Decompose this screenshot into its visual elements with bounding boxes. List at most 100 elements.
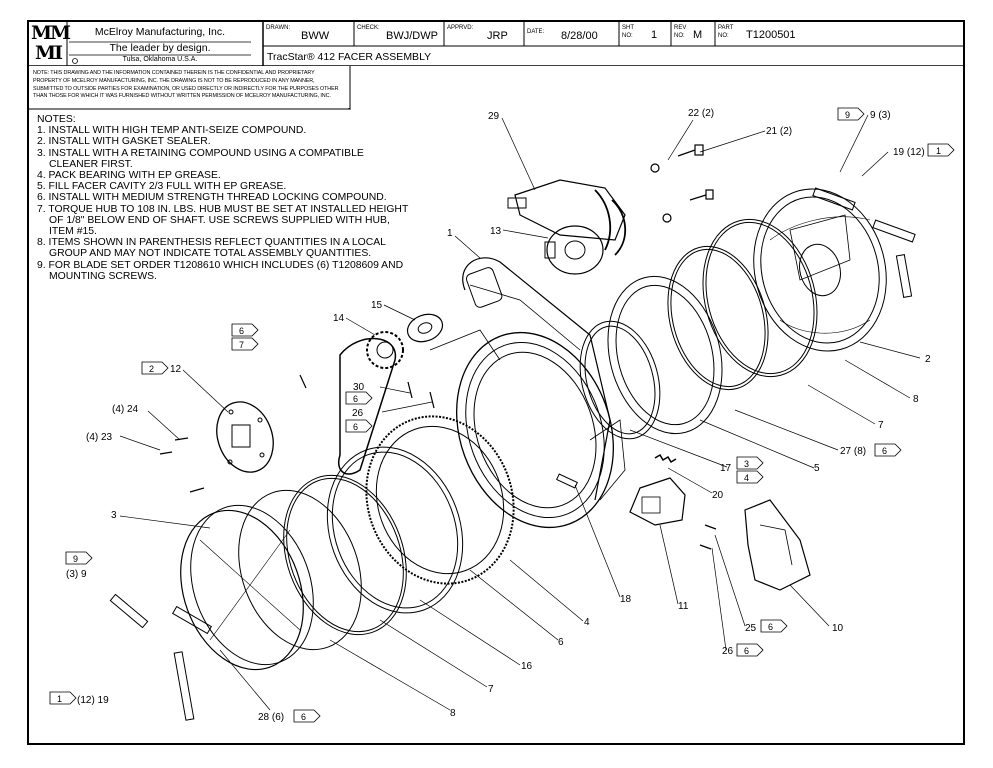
rev-label-1: REV	[674, 25, 687, 31]
part-12-hub-plate	[216, 401, 274, 473]
note-item: 6. INSTALL WITH MEDIUM STRENGTH THREAD L…	[37, 192, 387, 204]
note-flag-9-left: 9	[73, 554, 78, 564]
part-14-sprocket	[366, 331, 404, 369]
date-label: DATE:	[527, 29, 545, 35]
callout-5: 5	[814, 463, 820, 474]
callout-23: (4) 23	[86, 432, 113, 443]
callout-12: 12	[170, 364, 182, 375]
note-item: 7. TORQUE HUB TO 108 IN. LBS. HUB MUST B…	[37, 203, 409, 238]
callout-9-top: 9 (3)	[870, 110, 891, 121]
part-15-hub	[406, 313, 444, 343]
confidentiality-notice: NOTE: THIS DRAWING AND THE INFORMATION C…	[33, 70, 339, 100]
part-label-2: No:	[718, 33, 729, 39]
notes-heading: NOTES:	[37, 114, 76, 125]
part-4-ring-gear	[365, 415, 515, 585]
callout-4: 4	[584, 617, 590, 628]
callout-21: 21 (2)	[766, 126, 792, 137]
callout-24: (4) 24	[112, 404, 139, 415]
title-block-grid	[29, 22, 963, 66]
part-18-key	[556, 473, 578, 489]
fasteners	[159, 144, 717, 550]
rev-label-2: No:	[674, 33, 685, 39]
note-flag-2: 2	[149, 364, 154, 374]
check-value: BWJ/DWP	[386, 30, 438, 42]
check-label: CHECK:	[357, 25, 380, 31]
note-flag-1-top: 1	[936, 146, 941, 156]
callout-28: 28 (6)	[258, 712, 284, 723]
part-10-bracket	[744, 499, 811, 591]
callout-14: 14	[333, 313, 345, 324]
company-location: Tulsa, Oklahoma U.S.A.	[122, 56, 198, 63]
sheet-value: 1	[651, 29, 658, 41]
part-7-ring-right	[667, 245, 769, 391]
note-flag-6-a: 6	[239, 326, 244, 336]
part-5-plate	[607, 275, 723, 435]
note-flag-6-g: 6	[301, 712, 306, 722]
part-29-hydraulic-block	[507, 179, 627, 256]
part-1-housing	[429, 257, 626, 529]
part-9-blade-left	[109, 593, 213, 721]
part-8-ring-left	[238, 489, 362, 651]
note-flag-6-c: 6	[353, 422, 358, 432]
callout-29: 29	[488, 111, 500, 122]
part-9-blade-top	[812, 187, 916, 298]
part-13-motor	[544, 225, 604, 275]
assembly-notes: NOTES: 1. INSTALL WITH HIGH TEMP ANTI-SE…	[37, 114, 409, 282]
note-flag-4: 4	[744, 473, 749, 483]
sheet-label-2: No:	[622, 33, 633, 39]
callout-26-bottom: 26	[722, 646, 734, 657]
date-value: 8/28/00	[561, 30, 598, 42]
part-20-spring	[654, 453, 677, 464]
callout-16: 16	[521, 661, 533, 672]
callout-19-top: 19 (12)	[893, 147, 925, 158]
note-flag-6-e: 6	[768, 622, 773, 632]
drawing-title: TracStar® 412 FACER ASSEMBLY	[267, 51, 432, 63]
part-6-chain	[338, 338, 396, 475]
note-flag-3: 3	[744, 459, 749, 469]
callout-20: 20	[712, 490, 724, 501]
drawing-sheet: MM MI McElroy Manufacturing, Inc. The le…	[27, 20, 965, 745]
note-flag-6-d: 6	[882, 446, 887, 456]
callout-13: 13	[490, 226, 502, 237]
callout-9-left: (3) 9	[66, 569, 87, 580]
note-flag-1-left: 1	[57, 694, 62, 704]
part-11-bracket	[629, 477, 686, 526]
note-item: 4. PACK BEARING WITH EP GREASE.	[37, 170, 221, 182]
note-flag-6-f: 6	[744, 646, 749, 656]
callout-3: 3	[111, 510, 117, 521]
callout-17: 17	[720, 463, 732, 474]
note-item: 9. FOR BLADE SET ORDER T1208610 WHICH IN…	[37, 259, 404, 282]
part-label-1: PART	[718, 25, 734, 31]
company-slogan: The leader by design.	[109, 42, 211, 54]
company-logo: MM MI	[31, 22, 71, 64]
callout-2: 2	[925, 354, 931, 365]
apprvd-label: APPRVD:	[447, 25, 474, 31]
callout-11: 11	[678, 601, 689, 612]
sheet-label-1: SHT	[622, 25, 634, 31]
part-7-ring-left	[283, 474, 407, 636]
callout-1: 1	[447, 228, 453, 239]
notice-divider	[29, 108, 350, 110]
callout-27: 27 (8)	[840, 446, 866, 457]
rev-value: M	[693, 29, 703, 41]
callout-25: 25	[745, 623, 757, 634]
drawn-label: DRAWN:	[266, 25, 291, 31]
part-number: T1200501	[746, 29, 796, 41]
callout-15: 15	[371, 300, 383, 311]
callout-22: 22 (2)	[688, 108, 714, 119]
note-flag-7-a: 7	[239, 340, 244, 350]
title-block: MM MI McElroy Manufacturing, Inc. The le…	[29, 22, 963, 66]
note-item: 1. INSTALL WITH HIGH TEMP ANTI-SEIZE COM…	[37, 125, 307, 137]
note-flag-6-b: 6	[353, 394, 358, 404]
note-item: 2. INSTALL WITH GASKET SEALER.	[37, 136, 211, 148]
notice-divider-v	[349, 66, 351, 110]
company-name: McElroy Manufacturing, Inc.	[94, 26, 226, 38]
note-flag-9-top: 9	[845, 110, 850, 120]
callout-7-left: 7	[488, 684, 494, 695]
apprvd-value: JRP	[487, 30, 508, 42]
callout-19-left: (12) 19	[77, 695, 109, 706]
note-item: 3. INSTALL WITH A RETAINING COMPOUND USI…	[37, 147, 364, 170]
